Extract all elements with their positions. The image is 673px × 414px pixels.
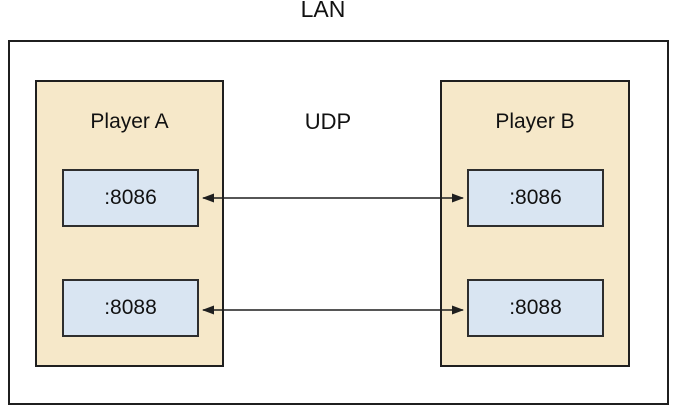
port-player-b-8088: :8088 xyxy=(467,279,604,337)
node-label-player-a: Player A xyxy=(90,110,169,133)
port-player-a-8086: :8086 xyxy=(62,169,199,227)
node-label-player-b: Player B xyxy=(495,110,575,133)
port-player-a-8088: :8088 xyxy=(62,279,199,337)
port-player-b-8086: :8086 xyxy=(467,169,604,227)
diagram-title: LAN xyxy=(300,0,346,22)
protocol-label-udp: UDP xyxy=(304,109,352,134)
